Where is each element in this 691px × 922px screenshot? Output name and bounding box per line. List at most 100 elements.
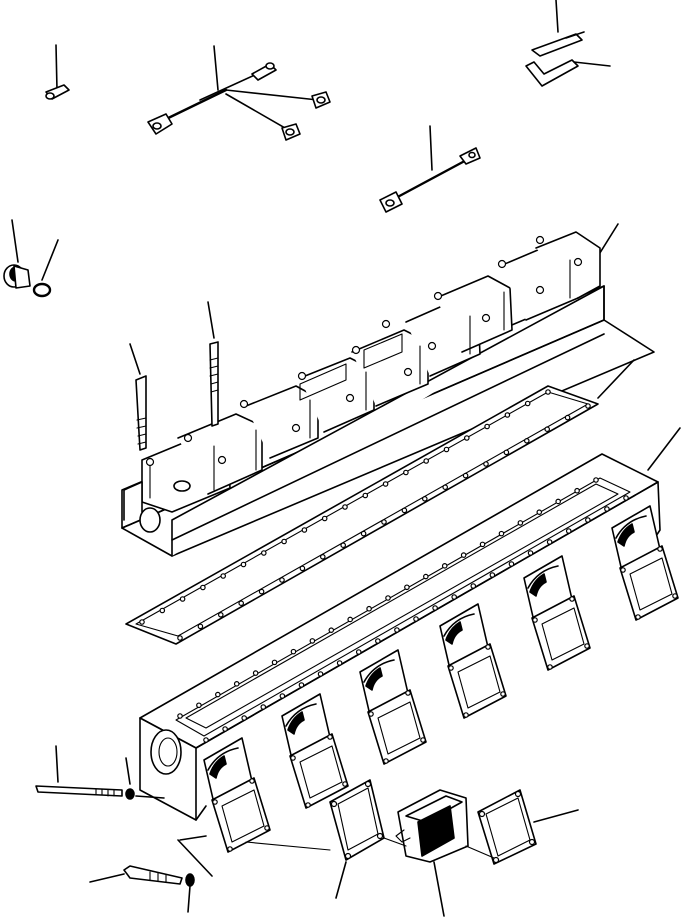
manifold-bolt-hole <box>310 639 314 643</box>
gasket-bolt-hole <box>485 424 489 428</box>
manifold-bolt-hole <box>178 714 182 718</box>
gasket-bolt-hole <box>361 531 365 535</box>
gasket-bolt-hole <box>323 516 327 520</box>
long-bolt-b <box>208 302 218 426</box>
manifold-bolt-hole <box>367 607 371 611</box>
manifold-bolt-hole <box>452 595 456 599</box>
gasket-bolt-hole <box>526 401 530 405</box>
manifold-bolt-hole <box>509 562 513 566</box>
bracket-top-right <box>532 0 584 56</box>
gasket-bolt-hole <box>565 415 569 419</box>
intake-port <box>440 604 506 718</box>
gasket-bolt-hole <box>465 436 469 440</box>
manifold-bolt-hole <box>556 499 560 503</box>
assembly-leaders <box>246 838 494 858</box>
stud-bolt <box>36 746 164 798</box>
gasket-bolt-hole <box>382 520 386 524</box>
gasket-bolt-hole <box>140 620 144 624</box>
gasket-bolt-hole <box>321 555 325 559</box>
gasket-bolt-hole <box>546 390 550 394</box>
manifold-bolt-hole <box>586 518 590 522</box>
heater-element <box>396 790 468 916</box>
intake-port <box>524 556 590 670</box>
gasket-bolt-hole <box>484 462 488 466</box>
manifold-bolt-hole <box>348 617 352 621</box>
snap-ring <box>34 240 58 296</box>
gasket-bolt-hole <box>239 601 243 605</box>
gasket-bolt-hole <box>383 482 387 486</box>
manifold-bolt-hole <box>433 606 437 610</box>
gasket-bolt-hole <box>282 539 286 543</box>
manifold-bolt-hole <box>280 694 284 698</box>
manifold-bolt-hole <box>386 596 390 600</box>
manifold-bolt-hole <box>471 584 475 588</box>
gasket-bolt-hole <box>586 404 590 408</box>
manifold-bolt-hole <box>357 650 361 654</box>
manifold-bolt-hole <box>253 671 257 675</box>
gasket-bolt-hole <box>341 543 345 547</box>
manifold-bolt-hole <box>318 672 322 676</box>
bolt-top-left <box>46 45 69 99</box>
manifold-bolt-hole <box>518 521 522 525</box>
manifold-bolt-hole <box>405 585 409 589</box>
gasket-bolt-hole <box>198 624 202 628</box>
manifold-bolt-hole <box>376 639 380 643</box>
link-rod <box>380 126 480 212</box>
port-gasket-right <box>478 790 578 864</box>
rocker-cover <box>122 224 654 556</box>
cover-gasket <box>126 360 634 644</box>
gasket-bolt-hole <box>180 597 184 601</box>
gasket-bolt-hole <box>259 589 263 593</box>
manifold-bolt-hole <box>461 553 465 557</box>
manifold-bolt-hole <box>299 683 303 687</box>
gasket-bolt-hole <box>424 459 428 463</box>
gasket-bolt-hole <box>201 585 205 589</box>
gasket-bolt-hole <box>545 427 549 431</box>
manifold-bolt-hole <box>547 540 551 544</box>
gasket-bolt-hole <box>221 574 225 578</box>
manifold-bolt-hole <box>528 551 532 555</box>
intake-port <box>282 694 348 808</box>
manifold-bolt-hole <box>414 617 418 621</box>
gasket-bolt-hole <box>300 566 304 570</box>
manifold-bolt-hole <box>204 738 208 742</box>
gasket-bolt-hole <box>505 413 509 417</box>
manifold-bolt-hole <box>395 628 399 632</box>
gasket-bolt-hole <box>404 470 408 474</box>
gasket-bolt-hole <box>262 551 266 555</box>
plug <box>4 220 30 288</box>
manifold-bolt-hole <box>223 727 227 731</box>
manifold-bolt-hole <box>480 542 484 546</box>
gasket-bolt-hole <box>302 528 306 532</box>
manifold-bolt-hole <box>594 478 598 482</box>
manifold-bolt-hole <box>337 661 341 665</box>
manifold-bolt-hole <box>216 692 220 696</box>
gasket-bolt-hole <box>443 485 447 489</box>
manifold-bolt-hole <box>291 649 295 653</box>
intake-port <box>360 650 426 764</box>
wiring-harness-y <box>148 46 330 140</box>
manifold-bolt-hole <box>443 564 447 568</box>
clip-top-right <box>526 60 610 86</box>
port-gasket-left <box>330 780 384 898</box>
gasket-bolt-hole <box>444 447 448 451</box>
manifold-bolt-hole <box>235 682 239 686</box>
manifold-bolt-hole <box>575 489 579 493</box>
washer-lower <box>186 874 194 912</box>
gasket-bolt-hole <box>423 497 427 501</box>
gasket-bolt-hole <box>525 439 529 443</box>
bolt-lower <box>90 836 212 884</box>
gasket-bolt-hole <box>241 562 245 566</box>
gasket-bolt-hole <box>363 493 367 497</box>
intake-port <box>204 738 270 852</box>
manifold-bolt-hole <box>567 529 571 533</box>
gasket-bolt-hole <box>178 636 182 640</box>
manifold-bolt-hole <box>242 716 246 720</box>
gasket-bolt-hole <box>160 608 164 612</box>
manifold-bolt-hole <box>424 574 428 578</box>
manifold-bolt-hole <box>537 510 541 514</box>
gasket-bolt-hole <box>343 505 347 509</box>
manifold-bolt-hole <box>499 531 503 535</box>
